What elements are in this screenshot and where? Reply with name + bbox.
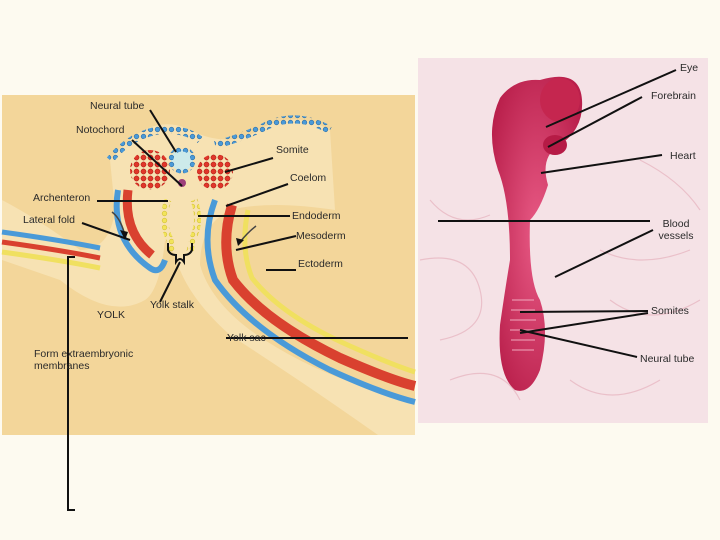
leader-lateral-fold (81, 222, 131, 241)
tissue-texture (419, 159, 701, 401)
yolk-stalk-bracket (167, 243, 193, 266)
leader-eye (545, 69, 677, 128)
label-somite: Somite (276, 144, 309, 156)
extraembryonic-bracket (67, 256, 75, 511)
leader-forebrain (547, 96, 643, 148)
label-mesoderm: Mesoderm (296, 230, 346, 242)
label-notochord: Notochord (76, 124, 125, 136)
label-yolk: YOLK (97, 309, 126, 321)
label-coelom: Coelom (290, 172, 327, 184)
label-eye: Eye (680, 62, 699, 74)
cross-section-diagram (1, 95, 417, 511)
leader-neural-tube-right (519, 329, 638, 358)
embryo-body (491, 76, 583, 391)
label-lateral-fold: Lateral fold (23, 214, 75, 226)
label-blood-vessels: Blood vessels (658, 218, 694, 242)
leader-blood-vessels (554, 229, 654, 278)
label-endoderm: Endoderm (292, 210, 341, 222)
label-yolk-sac: Yolk sac (227, 332, 266, 344)
leader-heart (540, 154, 663, 174)
leader-notochord (131, 139, 183, 187)
label-heart: Heart (670, 150, 696, 162)
forebrain-bulge (540, 78, 580, 122)
fold-arrows (111, 211, 257, 246)
label-forebrain: Forebrain (651, 90, 696, 102)
somite-clusters (130, 150, 233, 190)
leader-mesoderm (235, 235, 297, 251)
label-somites: Somites (651, 305, 689, 317)
yolk-sac-wall (1, 115, 417, 435)
neural-tube-section (168, 146, 196, 174)
leader-yolk-stalk (159, 261, 181, 303)
label-archenteron: Archenteron (33, 192, 91, 204)
label-form-extraembryonic-membranes: Form extraembryonic membranes (34, 348, 134, 372)
leader-neural-tube (149, 109, 177, 153)
label-neural-tube: Neural tube (90, 100, 145, 112)
embryo-photo (418, 58, 708, 423)
leader-somites-2 (519, 312, 649, 334)
leader-somites (519, 310, 649, 313)
leader-somite (224, 157, 274, 173)
label-neural-tube-right: Neural tube (640, 353, 695, 365)
label-yolk-stalk: Yolk stalk (150, 299, 194, 311)
somite-stripes (510, 299, 536, 351)
leader-coelom (225, 183, 289, 207)
leader-lines (81, 69, 677, 358)
label-ectoderm: Ectoderm (298, 258, 343, 270)
